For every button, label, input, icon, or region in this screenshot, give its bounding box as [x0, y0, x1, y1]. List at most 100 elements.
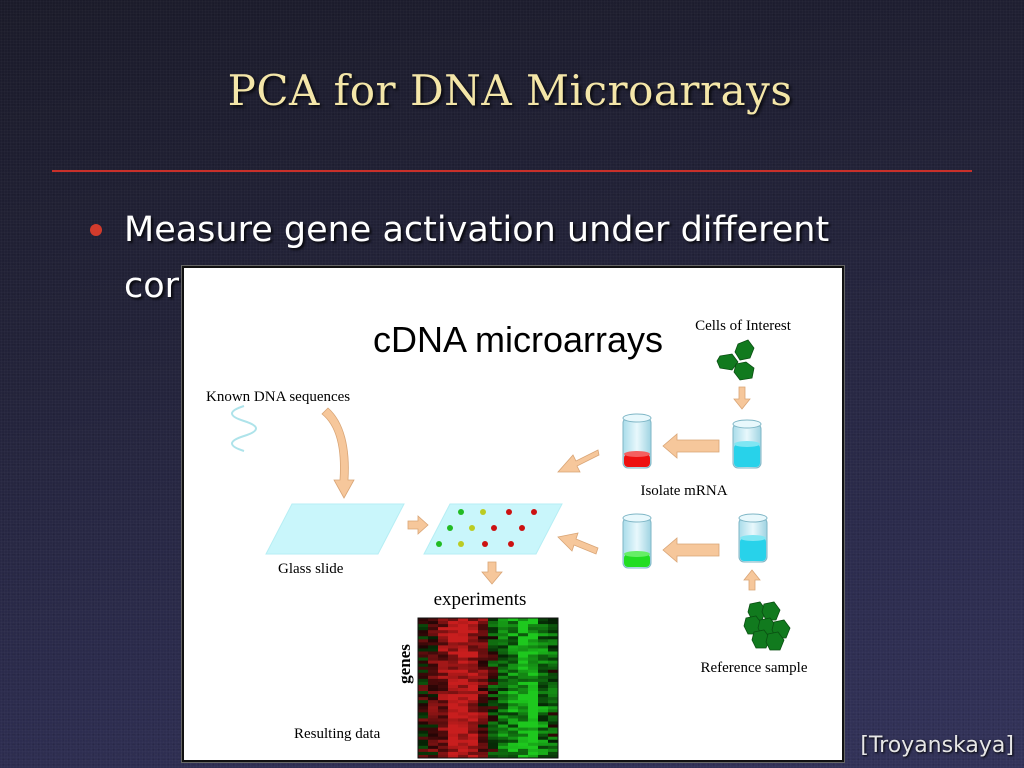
heatmap-cell — [478, 660, 488, 665]
heatmap-cell — [538, 678, 548, 683]
heatmap-cell — [428, 694, 438, 698]
heatmap-cell — [518, 681, 528, 686]
heatmap-cell — [428, 727, 438, 732]
heatmap-cell — [438, 736, 448, 741]
heatmap-cell — [438, 742, 448, 747]
heatmap-cell — [418, 733, 428, 738]
known-dna-label: Known DNA sequences — [206, 389, 350, 405]
heatmap-cell — [428, 654, 438, 658]
heatmap-cell — [448, 648, 458, 652]
heatmap-cell — [528, 681, 538, 686]
heatmap-cell — [438, 624, 448, 628]
tube-sample-reference — [738, 513, 768, 563]
heatmap-cell — [458, 672, 468, 677]
heatmap-cell — [418, 688, 428, 692]
heatmap-cell — [528, 736, 538, 741]
heatmap-cell — [518, 688, 528, 692]
heatmap-cell — [428, 730, 438, 735]
heatmap-cell — [418, 700, 428, 704]
heatmap-cell — [438, 691, 448, 695]
heatmap-cell — [468, 642, 478, 646]
heatmap-cell — [478, 748, 488, 753]
heatmap-cell — [488, 663, 498, 668]
heatmap-cell — [448, 709, 458, 713]
heatmap-cell — [438, 618, 448, 622]
heatmap-cell — [418, 709, 428, 713]
heatmap-cell — [428, 642, 438, 646]
heatmap-cell — [498, 681, 508, 686]
heatmap-cell — [498, 684, 508, 689]
heatmap-cell — [458, 736, 468, 741]
heatmap-cell — [478, 724, 488, 728]
heatmap-cell — [538, 700, 548, 704]
heatmap-cell — [428, 721, 438, 725]
heatmap-cell — [508, 630, 518, 634]
heatmap-cell — [518, 678, 528, 683]
heatmap-cell — [518, 630, 528, 634]
heatmap-cell — [548, 736, 558, 741]
heatmap-cell — [428, 706, 438, 710]
heatmap-cell — [548, 648, 558, 652]
heatmap-cell — [518, 636, 528, 640]
heatmap-cell — [538, 691, 548, 695]
heatmap-cell — [548, 624, 558, 628]
heatmap-cell — [458, 645, 468, 649]
heatmap-cell — [458, 697, 468, 701]
arrow-left-top — [662, 433, 720, 459]
heatmap-cell — [528, 727, 538, 732]
heatmap-cell — [528, 733, 538, 738]
heatmap-cell — [478, 688, 488, 692]
heatmap-cell — [528, 715, 538, 719]
heatmap-cell — [508, 703, 518, 707]
heatmap-cell — [538, 754, 548, 759]
heatmap-cell — [468, 724, 478, 728]
heatmap-cell — [518, 751, 528, 756]
heatmap-cell — [468, 730, 478, 735]
heatmap-cell — [428, 697, 438, 701]
heatmap-cell — [538, 733, 548, 738]
heatmap-cell — [468, 660, 478, 665]
heatmap-cell — [418, 739, 428, 744]
heatmap-cell — [518, 700, 528, 704]
heatmap-cell — [498, 675, 508, 680]
heatmap-cell — [428, 754, 438, 759]
heatmap-cell — [548, 718, 558, 722]
heatmap-cell — [468, 745, 478, 750]
heatmap-cell — [458, 657, 468, 662]
heatmap-cell — [498, 660, 508, 665]
heatmap-cell — [418, 742, 428, 747]
heatmap-cell — [548, 645, 558, 649]
heatmap-cell — [498, 648, 508, 652]
cells-of-interest-icon — [716, 339, 755, 381]
heatmap-cell — [548, 742, 558, 747]
title-divider — [52, 170, 972, 172]
heatmap-cell — [518, 727, 528, 732]
heatmap-cell — [448, 630, 458, 634]
heatmap-cell — [428, 742, 438, 747]
heatmap-cell — [508, 666, 518, 671]
heatmap-cell — [518, 684, 528, 689]
heatmap-cell — [478, 718, 488, 722]
heatmap-cell — [518, 624, 528, 628]
heatmap-cell — [488, 648, 498, 652]
heatmap-cell — [488, 657, 498, 662]
heatmap-cell — [448, 666, 458, 671]
heatmap-cell — [538, 742, 548, 747]
heatmap-cell — [488, 666, 498, 671]
heatmap-cell — [488, 712, 498, 716]
heatmap-cell — [518, 721, 528, 725]
heatmap-cell — [478, 706, 488, 710]
heatmap-cell — [508, 736, 518, 741]
bullet-marker — [90, 224, 102, 236]
heatmap-cell — [418, 751, 428, 756]
heatmap-cell — [538, 688, 548, 692]
heatmap-cell — [488, 654, 498, 658]
heatmap-cell — [438, 739, 448, 744]
heatmap-cell — [538, 672, 548, 677]
heatmap-cell — [458, 633, 468, 637]
heatmap-cell — [538, 721, 548, 725]
heatmap-cell — [548, 748, 558, 753]
heatmap-cell — [438, 633, 448, 637]
heatmap-cell — [548, 730, 558, 735]
heatmap-cell — [498, 657, 508, 662]
